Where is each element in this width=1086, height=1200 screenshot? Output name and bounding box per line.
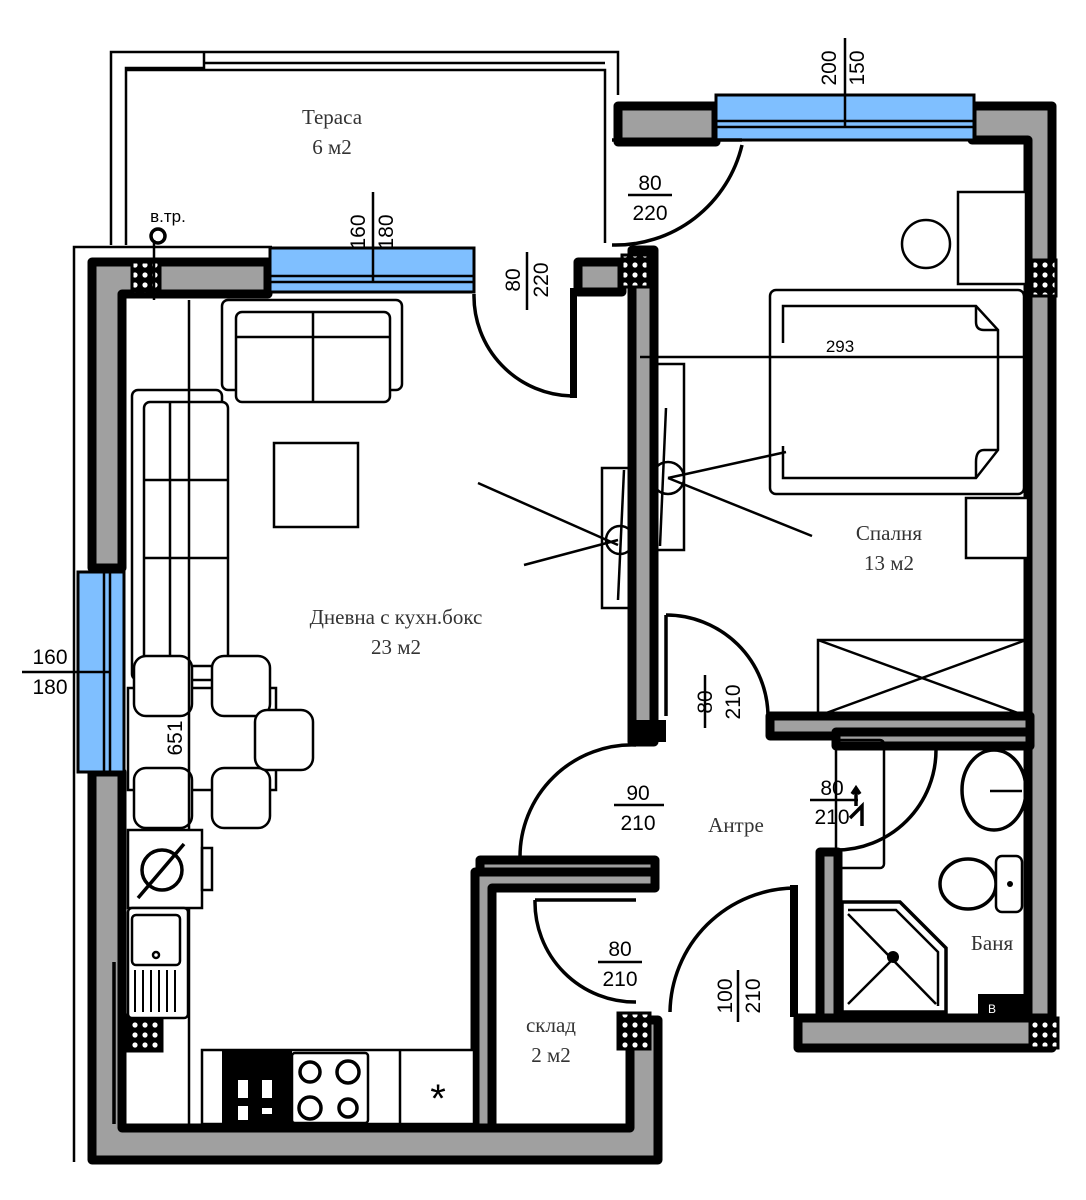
boiler-label: B bbox=[988, 1002, 996, 1016]
bedroom-name: Спалня bbox=[856, 521, 922, 545]
door-bedroom-width: 80 bbox=[694, 690, 717, 713]
bedroom-furniture: 293 bbox=[640, 190, 1030, 718]
window-living-left-height: 180 bbox=[32, 676, 67, 699]
door-storage[interactable]: 80 210 bbox=[533, 898, 642, 1004]
sink-icon bbox=[960, 748, 1028, 832]
storage-area: 2 м2 bbox=[531, 1043, 571, 1067]
drainboard bbox=[134, 970, 176, 1012]
burner-icon bbox=[337, 1097, 359, 1119]
bedroom-width-dimension: 293 bbox=[826, 337, 854, 356]
fridge-symbol: * bbox=[430, 1077, 446, 1121]
window-living-left: 160 180 bbox=[22, 570, 126, 774]
door-bathroom[interactable]: 80 210 bbox=[810, 738, 938, 870]
terrace-name: Тераса bbox=[302, 105, 363, 129]
door-bathroom-width: 80 bbox=[820, 777, 843, 800]
storage-name: склад bbox=[526, 1013, 576, 1037]
door-bedroom-height: 210 bbox=[722, 684, 745, 719]
door-entrance[interactable]: 100 210 bbox=[668, 886, 798, 1022]
burner-icon bbox=[335, 1059, 361, 1085]
window-living-top: 160 180 bbox=[268, 192, 476, 294]
door-terrace-living-height: 220 bbox=[530, 262, 553, 297]
arrow-icon bbox=[848, 784, 864, 826]
living-furniture: 651 bbox=[126, 298, 636, 1125]
terrace-area: 6 м2 bbox=[312, 135, 352, 159]
door-living[interactable]: 90 210 bbox=[518, 743, 664, 860]
door-terrace-living[interactable]: 80 220 bbox=[472, 252, 573, 398]
toilet-icon bbox=[938, 857, 998, 911]
window-bedroom-top-width: 200 bbox=[818, 50, 841, 85]
window-living-left-width: 160 bbox=[32, 646, 67, 669]
door-terrace-bedroom[interactable]: 80 220 bbox=[611, 138, 744, 247]
shower-tray bbox=[840, 900, 948, 1014]
door-bathroom-height: 210 bbox=[814, 806, 849, 829]
door-terrace-living-width: 80 bbox=[502, 268, 525, 291]
burner-icon bbox=[297, 1095, 323, 1121]
door-entrance-width: 100 bbox=[714, 978, 737, 1013]
window-living-top-height: 180 bbox=[375, 214, 398, 249]
door-living-height: 210 bbox=[620, 812, 655, 835]
window-living-top-width: 160 bbox=[347, 214, 370, 249]
door-terrace-bedroom-height: 220 bbox=[632, 202, 667, 225]
window-bedroom-top: 200 150 bbox=[714, 38, 976, 142]
door-storage-width: 80 bbox=[608, 938, 631, 961]
door-living-width: 90 bbox=[626, 782, 649, 805]
living-length-dimension: 651 bbox=[164, 720, 187, 755]
terrace: Тераса 6 м2 bbox=[109, 50, 620, 245]
water-pipe-label: в.тр. bbox=[150, 207, 186, 226]
hall-name: Антре bbox=[708, 813, 764, 837]
window-bedroom-top-height: 150 bbox=[846, 50, 869, 85]
kitchen: * bbox=[112, 828, 476, 1126]
bedroom-area: 13 м2 bbox=[864, 551, 914, 575]
bathroom-fixtures: B bbox=[840, 748, 1028, 1018]
living-name: Дневна с кухн.бокс bbox=[310, 605, 483, 629]
door-storage-height: 210 bbox=[602, 968, 637, 991]
columns: в.тр. bbox=[126, 207, 1060, 1053]
door-entrance-height: 210 bbox=[742, 978, 765, 1013]
door-bedroom[interactable]: 80 210 bbox=[664, 613, 770, 728]
washer-icon bbox=[140, 848, 184, 892]
living-area: 23 м2 bbox=[371, 635, 421, 659]
burner-icon bbox=[298, 1060, 322, 1084]
door-terrace-bedroom-width: 80 bbox=[638, 172, 661, 195]
bathroom-name: Баня bbox=[971, 931, 1014, 955]
room-labels: Дневна с кухн.бокс 23 м2 Спалня 13 м2 Ан… bbox=[310, 521, 1014, 1067]
